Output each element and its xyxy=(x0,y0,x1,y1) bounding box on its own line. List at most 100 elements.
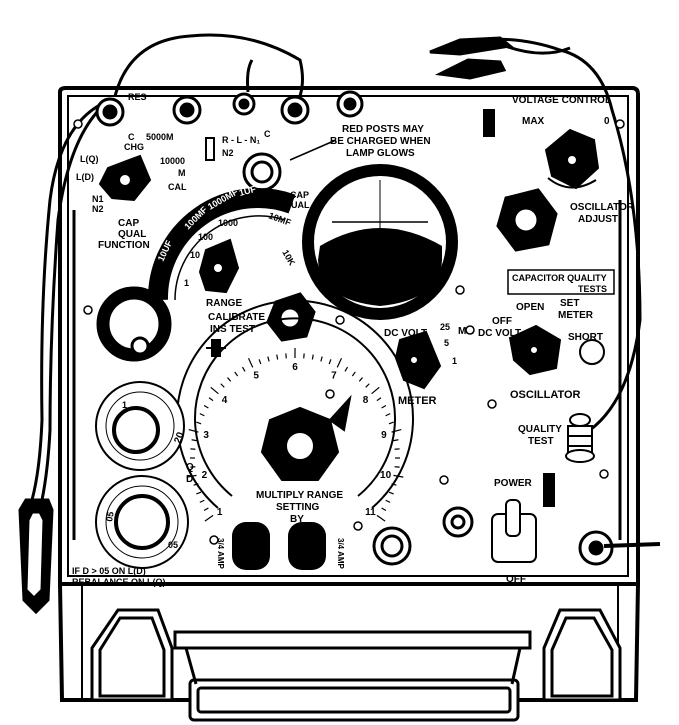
pilot-lamp xyxy=(442,506,474,538)
multiply-tick xyxy=(385,413,391,417)
multiply-tick xyxy=(186,474,197,478)
power-switch[interactable] xyxy=(491,473,555,563)
multiply-tick xyxy=(210,386,219,395)
multiply-number: 9 xyxy=(381,430,387,441)
multiply-tick xyxy=(258,359,262,365)
fn-m-label: M xyxy=(178,168,186,178)
multiply-number: 8 xyxy=(363,395,369,406)
test-leads-left[interactable] xyxy=(18,98,111,615)
multiply-tick xyxy=(267,356,270,362)
multiply-tick xyxy=(193,483,199,486)
calibrate-label-2: INS TEST xyxy=(210,324,255,335)
cq-set-label: SET xyxy=(560,298,579,309)
multiply-tick xyxy=(385,499,391,503)
cap-qual-lamp-label-2: QUAL xyxy=(284,200,310,210)
meter-dc-volt-label: DC VOLT xyxy=(384,328,427,339)
multiply-tick xyxy=(371,386,380,395)
rebalance-note-1: IF D > 05 ON L(D) xyxy=(72,566,146,576)
multiply-tick xyxy=(328,359,332,365)
cq-open-label: OPEN xyxy=(516,302,544,313)
multiply-tick xyxy=(188,428,199,433)
cap-qual-lamp-label-1: CAP xyxy=(290,190,309,200)
cap-qual-lamp xyxy=(242,152,282,192)
panel-screws xyxy=(73,119,625,545)
multiply-tick xyxy=(393,474,404,478)
toggle-top[interactable] xyxy=(205,109,495,161)
ground-post[interactable] xyxy=(578,530,661,566)
n2-post-label: N2 xyxy=(222,148,234,158)
quality-test-label-1: QUALITY xyxy=(518,424,562,435)
ins-test-jack[interactable] xyxy=(96,286,172,362)
fn-ld-label: L(D) xyxy=(76,172,94,182)
multiply-number: 10 xyxy=(380,470,392,481)
fn-c-label: C xyxy=(128,132,135,142)
meter-range-knob[interactable] xyxy=(394,330,442,390)
voltage-min-label: 0 xyxy=(604,116,610,127)
q-dial-q: Q xyxy=(186,462,194,473)
fn-chg-label: CHG xyxy=(124,142,144,152)
q-dial[interactable] xyxy=(95,381,185,471)
test-leads-top[interactable] xyxy=(113,33,642,432)
fn-title-3: FUNCTION xyxy=(98,240,150,251)
multiply-label-3: BY xyxy=(290,514,304,525)
fn-n1-label: N1 xyxy=(92,194,104,204)
multiply-tick xyxy=(204,514,214,522)
power-off-label: OFF xyxy=(506,574,526,585)
d-dial-d: D xyxy=(186,474,193,485)
multiply-tick xyxy=(365,383,370,388)
multiply-tick xyxy=(381,404,387,409)
multiply-tick xyxy=(203,507,209,512)
cap-quality-title-1: CAPACITOR QUALITY xyxy=(512,273,607,283)
fuse-left[interactable] xyxy=(232,522,270,570)
multiply-tick xyxy=(220,383,225,388)
voltage-control-knob[interactable] xyxy=(544,128,600,190)
oscillator-label: OSCILLATOR xyxy=(510,389,581,401)
quality-test-label-2: TEST xyxy=(528,436,554,447)
multiply-number: 11 xyxy=(365,507,376,518)
multiply-tick xyxy=(393,439,399,442)
cap-quality-title-box xyxy=(507,269,615,295)
multiply-tick xyxy=(388,421,394,425)
multiply-tick xyxy=(199,499,205,503)
multiply-tick xyxy=(336,358,343,368)
fn-n2-label: N2 xyxy=(92,204,104,214)
multiply-dial-ticks xyxy=(186,348,404,522)
d-dial-05-left: 05 xyxy=(104,511,116,523)
multiply-tick xyxy=(381,507,387,512)
multiply-number: 1 xyxy=(217,507,223,518)
oscillator-adjust-nut[interactable] xyxy=(496,188,558,252)
cap-quality-selector-knob[interactable] xyxy=(508,324,562,376)
range-selector-knob[interactable] xyxy=(198,238,240,294)
multiply-tick xyxy=(208,397,214,402)
multiply-number: 3 xyxy=(203,430,209,441)
multiply-tick xyxy=(247,358,254,368)
fuse-right-label: 3/4 AMP xyxy=(336,538,345,569)
multiply-number: 7 xyxy=(331,371,337,382)
svg-text:1: 1 xyxy=(184,278,189,288)
fn-title-2: QUAL xyxy=(118,229,146,240)
quality-test-connector[interactable] xyxy=(565,413,595,463)
side-rails xyxy=(72,200,622,540)
binding-posts[interactable] xyxy=(95,90,364,127)
voltage-control-title: VOLTAGE CONTROL xyxy=(512,95,611,106)
multiply-tick xyxy=(388,491,394,495)
range-arc xyxy=(147,188,296,301)
multiply-tick xyxy=(358,377,363,382)
c-post-label: C xyxy=(264,129,271,139)
warning-pointer xyxy=(289,139,337,161)
multiply-number: 4 xyxy=(222,395,228,406)
multiply-number: 6 xyxy=(292,362,298,373)
multiply-tick xyxy=(391,428,402,433)
multiply-tick xyxy=(241,366,246,372)
svg-text:10MF: 10MF xyxy=(267,210,293,227)
function-selector-knob[interactable] xyxy=(98,154,152,202)
instrument-case xyxy=(57,86,641,702)
d-dial[interactable] xyxy=(95,475,189,569)
carry-handle[interactable] xyxy=(90,608,622,722)
calibrate-label-1: CALIBRATE xyxy=(208,312,265,323)
multiply-knob[interactable] xyxy=(260,394,352,481)
panel-meter xyxy=(302,164,458,320)
fuse-right[interactable] xyxy=(288,522,326,570)
multiply-tick xyxy=(376,397,382,402)
